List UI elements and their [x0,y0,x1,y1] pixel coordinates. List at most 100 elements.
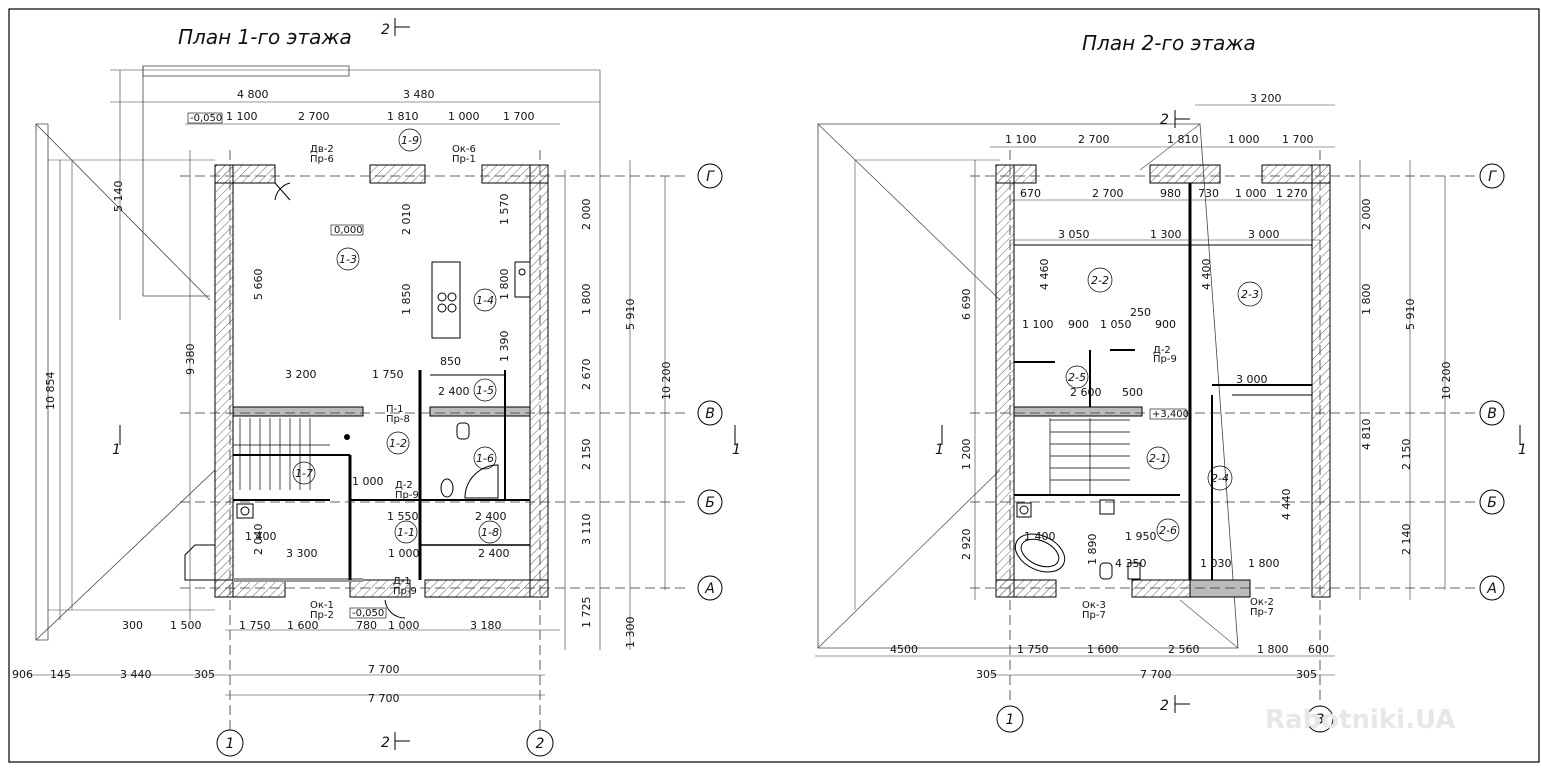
svg-text:3 050: 3 050 [1058,228,1090,241]
svg-text:2 560: 2 560 [1168,643,1200,656]
svg-text:2 400: 2 400 [438,385,470,398]
svg-text:305: 305 [1296,668,1317,681]
room-2-2: 2-2 [1091,274,1109,287]
svg-text:3 000: 3 000 [1236,373,1268,386]
plan-1-section-right: 1 [732,442,741,458]
plan-1-row-axes: Г В Б А [697,163,723,601]
plan-2-opening-labels: Ок-3 Пр-7 Ок-2 Пр-7 Д-2 Пр-9 [1082,345,1274,621]
plan-2-col-axes: 1 3 [996,705,1334,733]
room-1-7: 1-7 [295,467,313,480]
svg-text:1 000: 1 000 [388,619,420,632]
svg-text:1 000: 1 000 [388,547,420,560]
plan-1-stairs [233,418,330,490]
svg-text:Пр-8: Пр-8 [386,414,410,425]
plan-1-level-main: 0,000 [334,225,363,236]
plan-2-title: План 2-го этажа [1082,31,1256,55]
svg-text:305: 305 [194,668,215,681]
svg-text:500: 500 [1122,386,1143,399]
svg-text:1 810: 1 810 [1167,133,1199,146]
plan-1-roof-outline [35,123,49,641]
plan-1-axis-lines [180,150,690,730]
svg-text:7 700: 7 700 [1140,668,1172,681]
svg-text:3 180: 3 180 [470,619,502,632]
svg-text:2 920: 2 920 [960,529,973,561]
svg-text:1 000: 1 000 [1235,187,1267,200]
plan-2-stairs [1049,418,1130,495]
plan-1-axis-v: В [705,406,715,422]
plan-1: План 1-го этажа 2 [12,18,741,757]
room-2-6: 2-6 [1159,524,1177,537]
plan-2-section-bottom: 2 [1160,698,1169,714]
svg-text:780: 780 [356,619,377,632]
svg-text:2 000: 2 000 [1360,199,1373,231]
bathtub [1014,533,1066,573]
svg-text:5 660: 5 660 [252,269,265,301]
svg-text:250: 250 [1130,306,1151,319]
svg-text:4 810: 4 810 [1360,419,1373,451]
svg-text:1 390: 1 390 [498,331,511,363]
plan-2-dims-right: 2 000 1 800 2 150 2 140 5 910 10 200 4 8… [1360,199,1453,556]
room-1-6: 1-6 [476,452,494,465]
svg-text:1 500: 1 500 [170,619,202,632]
plan-1-axis-g: Г [706,169,715,185]
svg-text:2 010: 2 010 [400,204,413,236]
svg-text:1 800: 1 800 [1248,557,1280,570]
svg-text:2 140: 2 140 [1400,524,1413,556]
svg-text:850: 850 [440,355,461,368]
svg-text:Д-1: Д-1 [393,576,411,587]
shower-tray [464,464,499,499]
svg-text:1 800: 1 800 [498,269,511,301]
svg-text:1 030: 1 030 [1200,557,1232,570]
room-2-1: 2-1 [1149,452,1167,465]
svg-text:3 110: 3 110 [580,514,593,546]
svg-text:1 100: 1 100 [1005,133,1037,146]
svg-text:1 100: 1 100 [1022,318,1054,331]
svg-text:1 890: 1 890 [1086,534,1099,566]
plan-1-title: План 1-го этажа [178,25,352,49]
svg-text:Д-2: Д-2 [395,480,413,491]
svg-text:670: 670 [1020,187,1041,200]
plan-2-axis-a: А [1486,581,1497,597]
svg-text:3 480: 3 480 [403,88,435,101]
room-1-8: 1-8 [481,526,499,539]
svg-text:300: 300 [122,619,143,632]
svg-text:2 700: 2 700 [1092,187,1124,200]
svg-text:4 460: 4 460 [1038,259,1051,291]
svg-text:4 400: 4 400 [1200,259,1213,291]
plan-2-axis-lines [970,150,1475,705]
svg-text:Пр-7: Пр-7 [1250,607,1274,618]
svg-text:Пр-1: Пр-1 [452,154,476,165]
plan-1-axis-1: 1 [226,736,235,752]
svg-text:2 040: 2 040 [252,524,265,556]
svg-text:5 910: 5 910 [624,299,637,331]
plan-1-level-top: -0,050 [190,113,222,124]
plan-2-dims-top: 3 200 1 100 2 700 1 810 1 000 1 700 670 … [1005,92,1314,241]
svg-text:1 550: 1 550 [387,510,419,523]
svg-text:2 150: 2 150 [1400,439,1413,471]
plan-1-dims-top: 4 800 3 480 1 100 2 700 1 810 1 000 1 70… [226,88,535,123]
plan-1-level-entry: -0,050 [352,608,384,619]
svg-text:Пр-9: Пр-9 [393,586,417,597]
plan-1-axis-2: 2 [536,736,545,752]
svg-text:1 700: 1 700 [503,110,535,123]
plan-2-roof-outline [817,123,1239,649]
svg-text:2 150: 2 150 [580,439,593,471]
svg-text:4 350: 4 350 [1115,557,1147,570]
room-1-5: 1-5 [476,384,494,397]
kitchen-island [431,261,461,339]
svg-text:1 800: 1 800 [1257,643,1289,656]
svg-text:1 600: 1 600 [1087,643,1119,656]
plan-1-section-left: 1 [112,442,121,458]
svg-text:Пр-7: Пр-7 [1082,610,1106,621]
svg-text:3 300: 3 300 [286,547,318,560]
svg-text:1 270: 1 270 [1276,187,1308,200]
plan-2-rooms: 2-2 2-3 2-5 2-1 2-4 2-6 [1065,267,1263,542]
svg-text:1 300: 1 300 [624,617,637,649]
svg-text:Пр-9: Пр-9 [395,490,419,501]
svg-text:1 000: 1 000 [448,110,480,123]
svg-text:730: 730 [1198,187,1219,200]
svg-text:1 850: 1 850 [400,284,413,316]
plan-1-dims-right: 2 000 1 800 2 670 2 150 3 110 1 725 1 30… [580,199,673,649]
svg-text:10 200: 10 200 [660,362,673,401]
plan-1-dims-left: 5 140 10 854 9 380 [44,181,197,411]
